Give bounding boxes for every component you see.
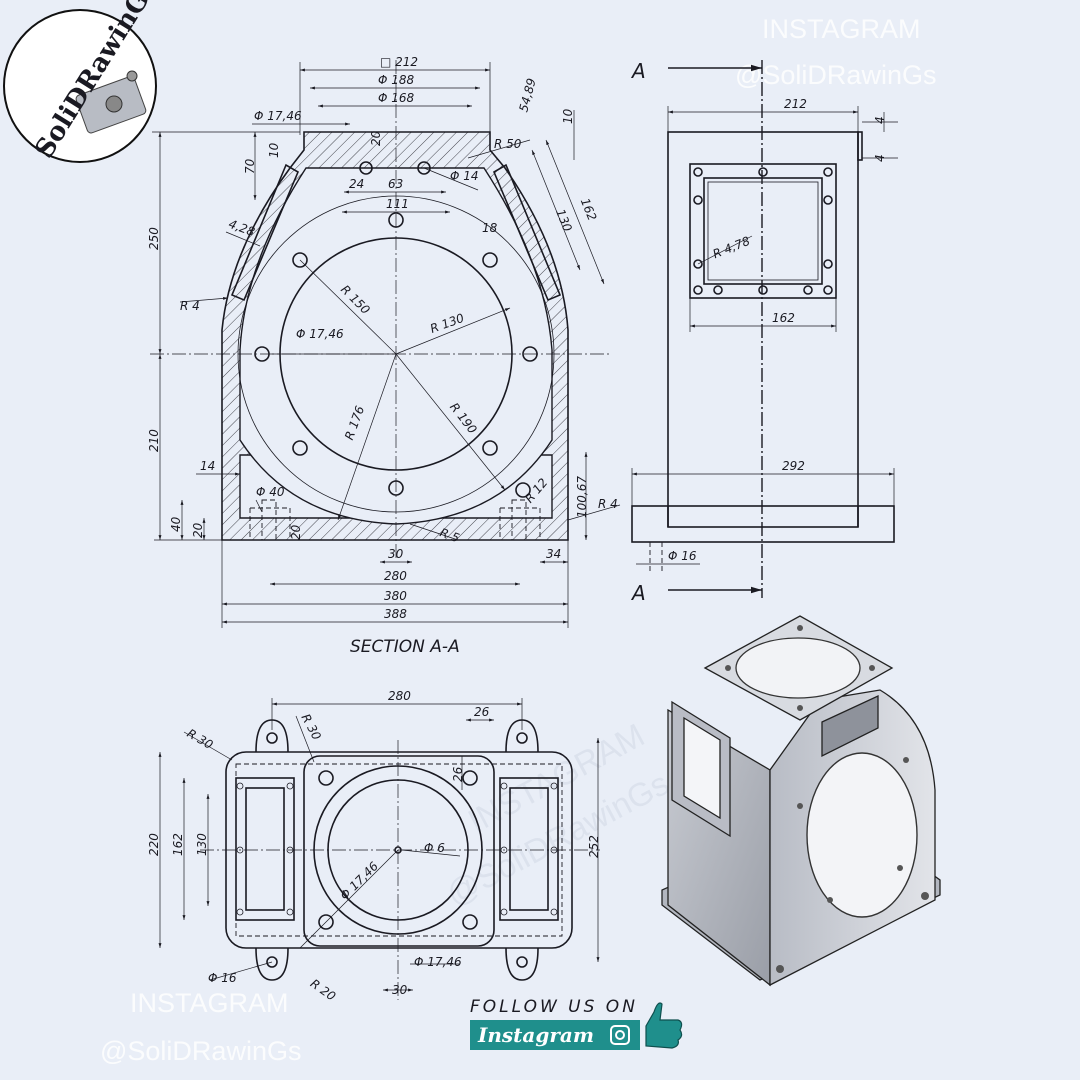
dim-d380: 380 xyxy=(384,589,407,603)
dim-d20-base-left: 20 xyxy=(191,522,205,538)
section-mark-a-bottom: A xyxy=(630,581,646,605)
top-dim-d220: 220 xyxy=(147,833,161,856)
dim-d111: 111 xyxy=(386,197,409,211)
side-dim-r478: R 4,78 xyxy=(711,234,753,262)
dim-r50: R 50 xyxy=(494,137,522,151)
dim-d63: 63 xyxy=(388,177,403,191)
follow-us-text: FOLLOW US ON xyxy=(470,997,638,1017)
dim-d30: 30 xyxy=(388,547,404,561)
section-mark-a-top: A xyxy=(630,59,646,83)
dim-d130: 130 xyxy=(553,207,575,234)
top-dim-d26-side: 26 xyxy=(451,766,465,782)
isometric-render xyxy=(661,615,941,987)
dim-sq212: □ 212 xyxy=(380,55,418,69)
watermark-line2-bottom: @SoliDRawinGs xyxy=(100,1036,301,1066)
watermark-line2-top: @SoliDRawinGs xyxy=(735,60,936,90)
watermark-line1-bottom: INSTAGRAM xyxy=(130,988,289,1018)
top-dim-d16: Φ 16 xyxy=(208,971,237,985)
thumbs-up-icon xyxy=(645,1002,683,1049)
solidrawing-logo: SoliDRawinG xyxy=(3,0,157,164)
dim-d10-left: 10 xyxy=(267,142,281,158)
dim-r4-left: R 4 xyxy=(180,299,200,313)
dim-d10067: 100,67 xyxy=(575,476,589,518)
dim-d5489: 54,89 xyxy=(516,77,538,114)
watermark-line1-top: INSTAGRAM xyxy=(762,14,921,44)
dim-d20-base-mid: 20 xyxy=(289,524,303,540)
side-dim-d16: Φ 16 xyxy=(668,549,697,563)
instagram-brand-text: Instagram xyxy=(477,1023,594,1047)
top-dim-d6: Φ 6 xyxy=(424,841,445,855)
side-dim-d4-top: 4 xyxy=(873,116,887,124)
top-dim-r30-mid: R 30 xyxy=(299,712,324,743)
top-dim-r30-left: R 30 xyxy=(185,726,216,752)
side-view: A A 212 4 4 R 4,78 1 xyxy=(630,59,898,605)
side-dim-d4-side: 4 xyxy=(873,154,887,162)
top-dim-d280: 280 xyxy=(388,689,411,703)
top-dim-d26-top: 26 xyxy=(474,705,490,719)
dim-d1746-top: Φ 17,46 xyxy=(254,109,302,123)
dim-d34: 34 xyxy=(546,547,561,561)
top-view: 280 26 R 30 R 30 26 220 162 130 252 Φ 6 … xyxy=(147,689,601,1004)
dim-d1746-mid: Φ 17,46 xyxy=(296,327,344,341)
section-title: SECTION A-A xyxy=(350,637,460,657)
dim-r5: R 5 xyxy=(438,525,461,545)
instagram-icon xyxy=(610,1025,630,1045)
dim-d428: 4,28 xyxy=(227,217,257,239)
dim-d280: 280 xyxy=(384,569,407,583)
dim-d18: 18 xyxy=(482,221,498,235)
dim-d168: Φ 168 xyxy=(378,91,415,105)
top-dim-d252: 252 xyxy=(587,835,601,858)
side-dim-d292: 292 xyxy=(782,459,805,473)
top-dim-d1746-bottom: Φ 17,46 xyxy=(414,955,462,969)
dim-d188: Φ 188 xyxy=(378,73,415,87)
dim-d14-wall: 14 xyxy=(200,459,215,473)
dim-d10-right: 10 xyxy=(561,108,575,124)
follow-us-banner: FOLLOW US ON Instagram xyxy=(470,997,683,1050)
dim-d388: 388 xyxy=(384,607,407,621)
dim-d24: 24 xyxy=(349,177,364,191)
dim-d250: 250 xyxy=(147,227,161,250)
dim-d14-hole: Φ 14 xyxy=(450,169,479,183)
dim-d210: 210 xyxy=(147,429,161,452)
dim-d70: 70 xyxy=(243,158,257,174)
dim-d40-hole: Φ 40 xyxy=(256,485,285,499)
top-dim-r20: R 20 xyxy=(308,976,339,1003)
side-dim-d212: 212 xyxy=(784,97,807,111)
top-dim-d1746-diag: Φ 17,46 xyxy=(337,859,381,903)
dim-d40: 40 xyxy=(169,516,183,532)
top-dim-d162: 162 xyxy=(171,833,185,856)
section-a-a-view: □ 212 Φ 188 Φ 168 Φ 17,46 54,89 10 10 20… xyxy=(147,55,621,657)
top-dim-d130: 130 xyxy=(195,833,209,856)
dim-d162: 162 xyxy=(578,196,600,222)
top-dim-d30: 30 xyxy=(392,983,408,997)
side-dim-d162: 162 xyxy=(772,311,795,325)
dim-r4-right: R 4 xyxy=(598,497,618,511)
dim-d20-top: 20 xyxy=(369,130,383,146)
